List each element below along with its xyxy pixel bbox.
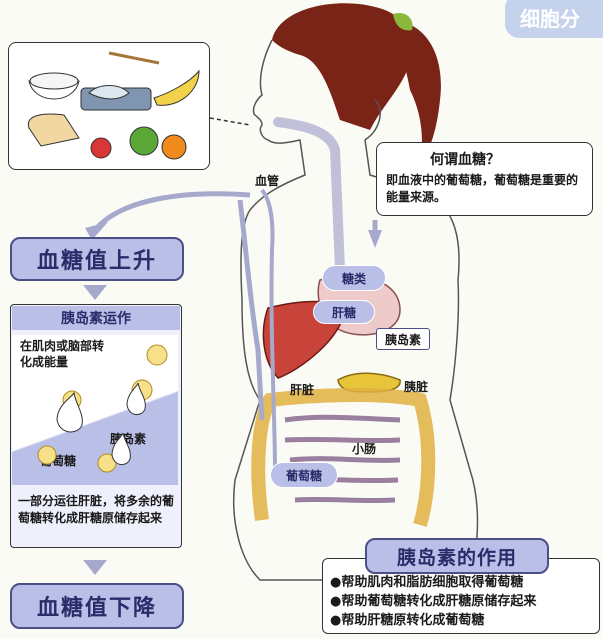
label-pancreas: 胰脏 xyxy=(404,378,428,395)
rice xyxy=(30,73,78,89)
insulin-character xyxy=(112,433,130,465)
panel-footer: 一部分运往肝脏，将多余的葡萄糖转化成肝糖原储存起来 xyxy=(18,493,176,527)
label-insulin-box: 胰岛素 xyxy=(376,328,430,350)
function-item-1: ●帮助肌肉和脂肪细胞取得葡萄糖 xyxy=(330,574,523,591)
bread xyxy=(28,114,79,146)
label-blood-vessel: 血管 xyxy=(255,172,279,189)
blood-sugar-rise-pill: 血糖值上升 xyxy=(10,237,184,281)
food-drawing xyxy=(9,43,209,169)
label-glucose: 葡萄糖 xyxy=(270,462,338,488)
food-box xyxy=(8,42,210,170)
blood-sugar-fall-pill: 血糖值下降 xyxy=(10,583,184,629)
esophagus xyxy=(278,122,340,270)
function-item-3: ●帮助肝糖原转化成葡萄糖 xyxy=(330,612,484,629)
label-sugars: 糖类 xyxy=(322,265,386,291)
chopsticks xyxy=(109,53,159,63)
callout-arrow xyxy=(368,230,382,248)
label-glycogen: 肝糖 xyxy=(313,300,375,324)
glucose-dot xyxy=(147,345,167,365)
small-intestine xyxy=(285,417,400,500)
label-small-intestine: 小肠 xyxy=(352,440,376,457)
strawberry xyxy=(91,138,111,158)
banana xyxy=(154,71,199,105)
functions-title: 胰岛素的作用 xyxy=(365,538,549,574)
hair xyxy=(272,3,412,130)
apple xyxy=(130,127,158,155)
flow-arrow-curve xyxy=(95,194,250,230)
food-pointer xyxy=(210,118,250,125)
label-insulin: 胰岛素 xyxy=(385,331,421,348)
function-item-2: ●帮助葡萄糖转化成肝糖原储存起来 xyxy=(330,593,536,610)
panel-glucose-dots xyxy=(12,335,178,485)
callout-body: 即血液中的葡萄糖，葡萄糖是重要的能量来源。 xyxy=(386,172,582,206)
label-liver: 肝脏 xyxy=(290,381,314,398)
down-arrow-2 xyxy=(83,560,107,575)
callout-title: 何谓血糖？ xyxy=(430,152,500,169)
down-arrow-1 xyxy=(83,285,107,300)
insulin-panel-header-text: 胰岛素运作 xyxy=(61,308,131,328)
glucose-dot xyxy=(38,446,56,464)
insulin-panel-header: 胰岛素运作 xyxy=(12,306,180,330)
orange xyxy=(162,135,186,159)
blood-vessel xyxy=(240,200,262,420)
